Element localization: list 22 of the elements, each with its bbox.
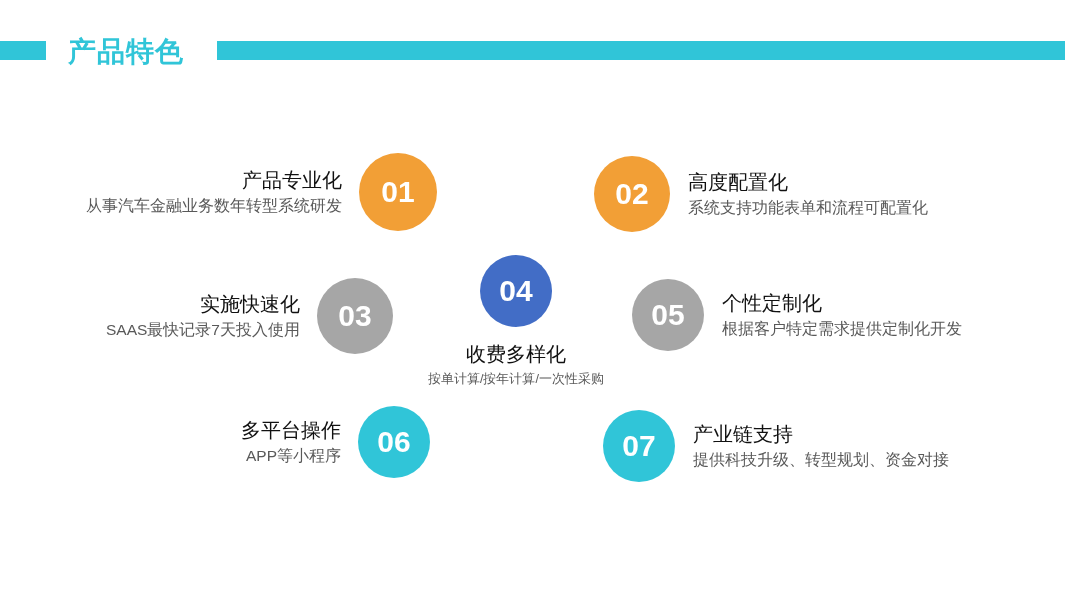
page-title: 产品特色 bbox=[68, 35, 184, 69]
feature-heading: 收费多样化 bbox=[466, 342, 566, 367]
number-circle: 02 bbox=[594, 156, 670, 232]
number-circle: 04 bbox=[480, 255, 552, 327]
feature-description: 按单计算/按年计算/一次性采购 bbox=[428, 371, 604, 388]
feature-description: 系统支持功能表单和流程可配置化 bbox=[688, 198, 928, 218]
number-circle: 01 bbox=[359, 153, 437, 231]
number-circle: 05 bbox=[632, 279, 704, 351]
feature-description: SAAS最快记录7天投入使用 bbox=[106, 320, 300, 340]
feature-description: 从事汽车金融业务数年转型系统研发 bbox=[86, 196, 342, 216]
feature-description: 根据客户特定需求提供定制化开发 bbox=[722, 319, 962, 339]
feature-heading: 个性定制化 bbox=[722, 291, 823, 316]
feature-heading: 产品专业化 bbox=[241, 168, 342, 193]
number-circle: 07 bbox=[603, 410, 675, 482]
feature-description: APP等小程序 bbox=[245, 446, 341, 466]
feature-heading: 实施快速化 bbox=[199, 292, 300, 317]
number-circle: 06 bbox=[358, 406, 430, 478]
feature-heading: 产业链支持 bbox=[693, 422, 794, 447]
number-circle: 03 bbox=[317, 278, 393, 354]
feature-heading: 多平台操作 bbox=[241, 418, 341, 443]
feature-heading: 高度配置化 bbox=[688, 170, 789, 195]
feature-description: 提供科技升级、转型规划、资金对接 bbox=[693, 450, 949, 470]
